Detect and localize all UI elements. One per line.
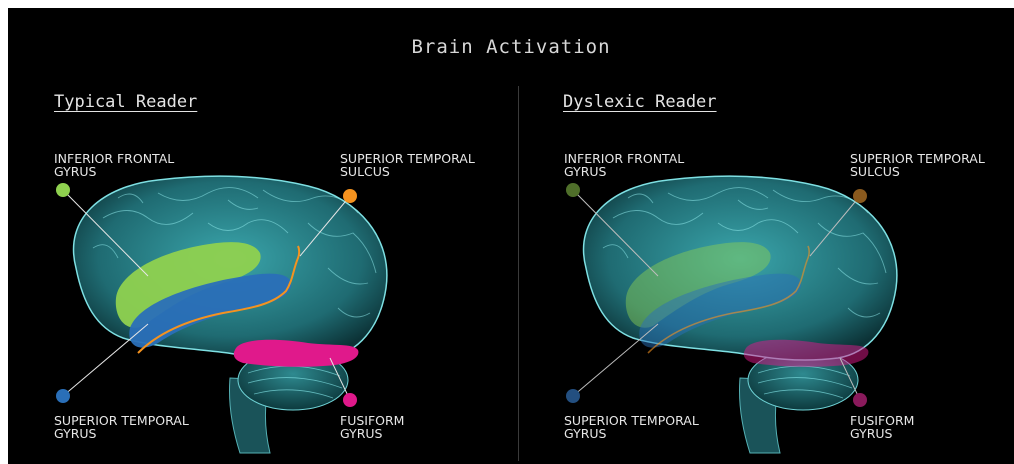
dyslexic-inferior-frontal-label: INFERIOR FRONTAL GYRUS bbox=[564, 152, 684, 178]
inferior-frontal-dot bbox=[566, 183, 580, 197]
dyslexic-fusiform-label: FUSIFORM GYRUS bbox=[850, 414, 914, 440]
dyslexic-superior-temporal-gyrus-label: SUPERIOR TEMPORAL GYRUS bbox=[564, 414, 699, 440]
superior-temporal-sulcus-dot bbox=[343, 189, 357, 203]
superior-temporal-sulcus-dot bbox=[853, 189, 867, 203]
typical-superior-temporal-gyrus-label: SUPERIOR TEMPORAL GYRUS bbox=[54, 414, 189, 440]
typical-inferior-frontal-label: INFERIOR FRONTAL GYRUS bbox=[54, 152, 174, 178]
superior-temporal-gyrus-leader bbox=[573, 324, 658, 396]
diagram-frame: Brain Activation Typical Reader Dyslexic… bbox=[8, 8, 1014, 464]
superior-temporal-gyrus-dot bbox=[56, 389, 70, 403]
dyslexic-brain bbox=[566, 176, 897, 453]
fusiform-dot bbox=[853, 393, 867, 407]
brain-diagrams bbox=[8, 8, 1014, 464]
superior-temporal-gyrus-leader bbox=[63, 324, 148, 396]
fusiform-dot bbox=[343, 393, 357, 407]
typical-brain bbox=[56, 176, 387, 453]
typical-fusiform-label: FUSIFORM GYRUS bbox=[340, 414, 404, 440]
typical-superior-temporal-sulcus-label: SUPERIOR TEMPORAL SULCUS bbox=[340, 152, 475, 178]
superior-temporal-gyrus-dot bbox=[566, 389, 580, 403]
inferior-frontal-dot bbox=[56, 183, 70, 197]
dyslexic-superior-temporal-sulcus-label: SUPERIOR TEMPORAL SULCUS bbox=[850, 152, 985, 178]
